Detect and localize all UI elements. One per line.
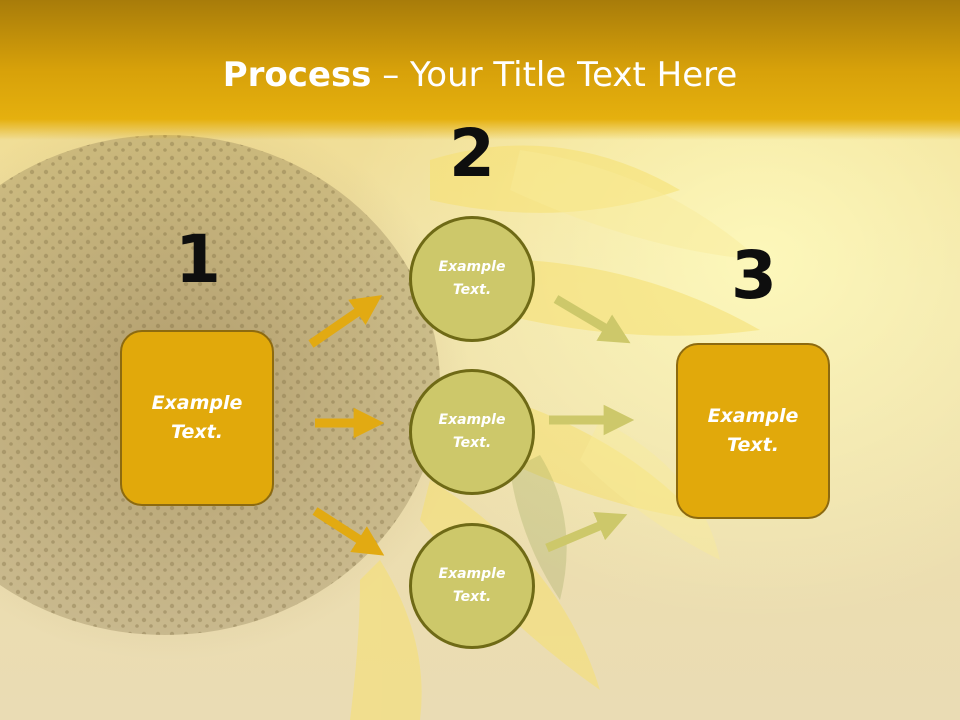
arrow-2-top-to-3 (553, 295, 631, 344)
step-2-circle-top-text: Example Text. (438, 259, 506, 298)
step-2-circle-bottom: Example Text. (409, 523, 535, 649)
title-bar (0, 0, 960, 140)
title-bold-text: Process (222, 55, 372, 95)
step-2-circle-middle: Example Text. (409, 369, 535, 495)
step-1-number: 1 (175, 221, 221, 298)
step-3-number: 3 (731, 237, 777, 314)
step-2-circle-bottom-text: Example Text. (438, 566, 506, 605)
slide-title: Process – Your Title Text Here (0, 52, 960, 98)
step-1-text: Example Text. (151, 392, 243, 443)
arrow-1-to-2-bottom (312, 507, 385, 556)
step-3-box: Example Text. (676, 343, 830, 519)
step-1-box: Example Text. (120, 330, 274, 506)
arrow-1-to-2-top (308, 295, 383, 348)
step-3-text: Example Text. (707, 405, 799, 456)
arrow-2-bottom-to-3 (545, 512, 628, 553)
title-rest-text: – Your Title Text Here (371, 55, 738, 95)
step-2-circle-middle-text: Example Text. (438, 412, 506, 451)
step-2-number: 2 (449, 115, 495, 192)
step-2-circle-top: Example Text. (409, 216, 535, 342)
